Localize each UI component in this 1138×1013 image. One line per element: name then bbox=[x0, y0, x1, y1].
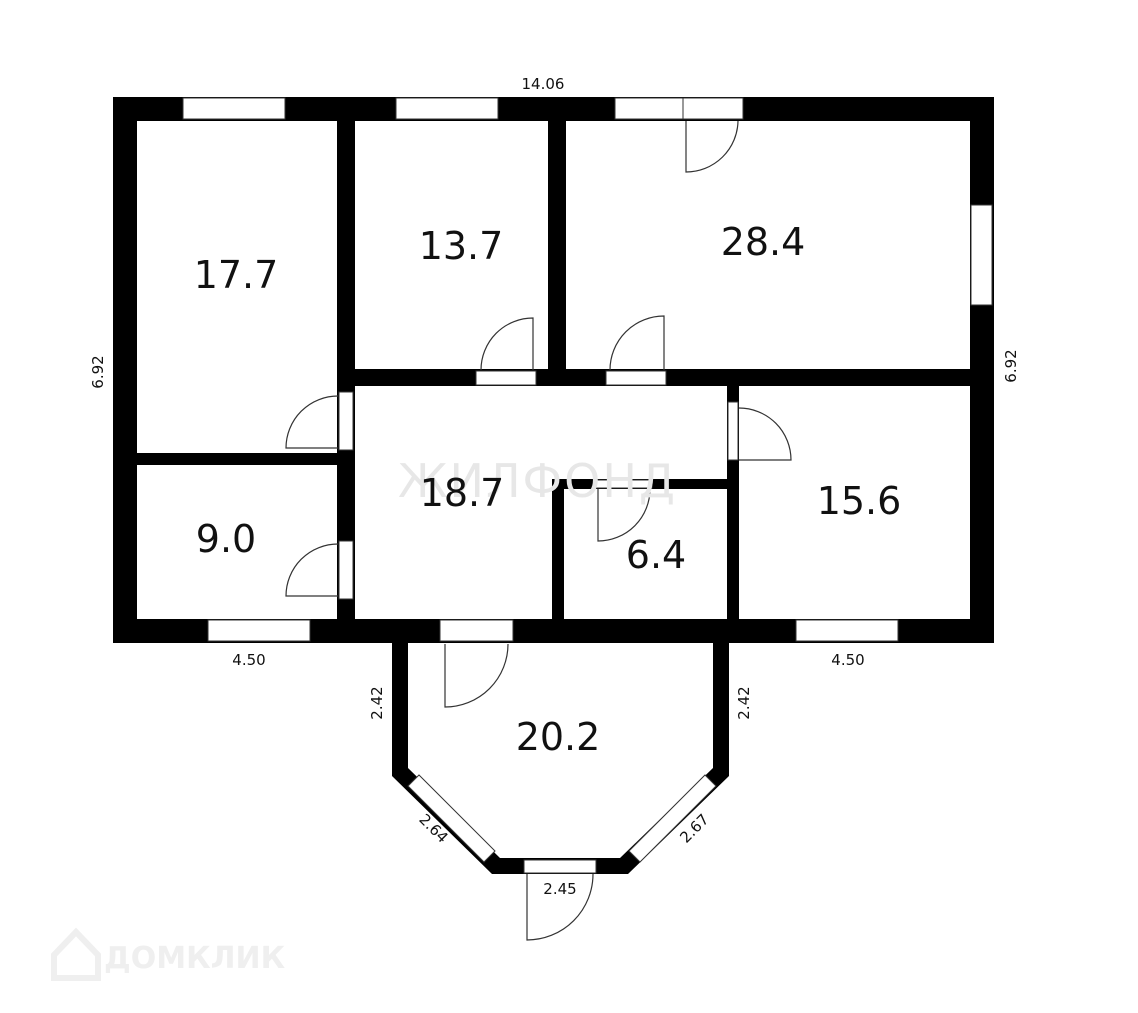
window-top-2 bbox=[395, 97, 499, 120]
opening-room1 bbox=[338, 391, 354, 451]
opening-room7 bbox=[727, 401, 739, 461]
room-area-2: 13.7 bbox=[419, 224, 504, 268]
dim-porch-bottom: 2.45 bbox=[543, 880, 576, 898]
windows bbox=[182, 97, 993, 874]
room-area-4: 9.0 bbox=[196, 517, 256, 561]
watermark-brand: ДОМКЛИК bbox=[104, 941, 286, 976]
door-room3 bbox=[609, 315, 665, 371]
door-room6 bbox=[597, 488, 651, 542]
room-area-8: 20.2 bbox=[516, 715, 601, 759]
window-bottom-1 bbox=[207, 619, 311, 642]
window-bottom-2 bbox=[439, 619, 514, 642]
wall-int-v4 bbox=[552, 481, 564, 621]
wall-right bbox=[970, 97, 994, 643]
window-porch-bottom bbox=[523, 859, 597, 874]
wall-left bbox=[113, 97, 137, 643]
dim-bottom-right: 4.50 bbox=[831, 651, 864, 669]
room-area-5: 18.7 bbox=[420, 471, 505, 515]
room-area-3: 28.4 bbox=[721, 220, 806, 264]
opening-room3 bbox=[605, 370, 667, 386]
wall-int-v2 bbox=[548, 121, 566, 371]
dim-top: 14.06 bbox=[522, 75, 565, 93]
door-entrance bbox=[526, 873, 594, 941]
watermark-center: ЖИЛФОНД bbox=[398, 454, 677, 508]
window-porch-left bbox=[407, 774, 496, 863]
dim-left: 6.92 bbox=[89, 355, 107, 388]
wall-int-h2 bbox=[137, 453, 342, 465]
opening-room6 bbox=[593, 479, 653, 489]
opening-room4 bbox=[338, 540, 354, 600]
opening-room2 bbox=[475, 370, 537, 386]
window-top-1 bbox=[182, 97, 286, 120]
door-porch bbox=[444, 643, 509, 708]
door-room1 bbox=[285, 395, 339, 449]
door-room7 bbox=[738, 407, 792, 461]
window-right bbox=[970, 204, 993, 306]
window-top-3 bbox=[614, 97, 744, 120]
door-room4 bbox=[285, 543, 339, 597]
window-bottom-3 bbox=[795, 619, 899, 642]
room-area-1: 17.7 bbox=[194, 253, 279, 297]
dim-porch-left: 2.42 bbox=[368, 686, 386, 719]
dim-bottom-left: 4.50 bbox=[232, 651, 265, 669]
door-room3-top bbox=[685, 120, 739, 173]
doors bbox=[285, 120, 792, 941]
brand-logo-icon bbox=[51, 927, 101, 981]
window-porch-right bbox=[628, 774, 717, 863]
door-room2 bbox=[480, 317, 534, 371]
dim-porch-right: 2.42 bbox=[735, 686, 753, 719]
room-area-6: 6.4 bbox=[626, 533, 686, 577]
dim-right: 6.92 bbox=[1002, 349, 1020, 382]
room-area-7: 15.6 bbox=[817, 479, 902, 523]
